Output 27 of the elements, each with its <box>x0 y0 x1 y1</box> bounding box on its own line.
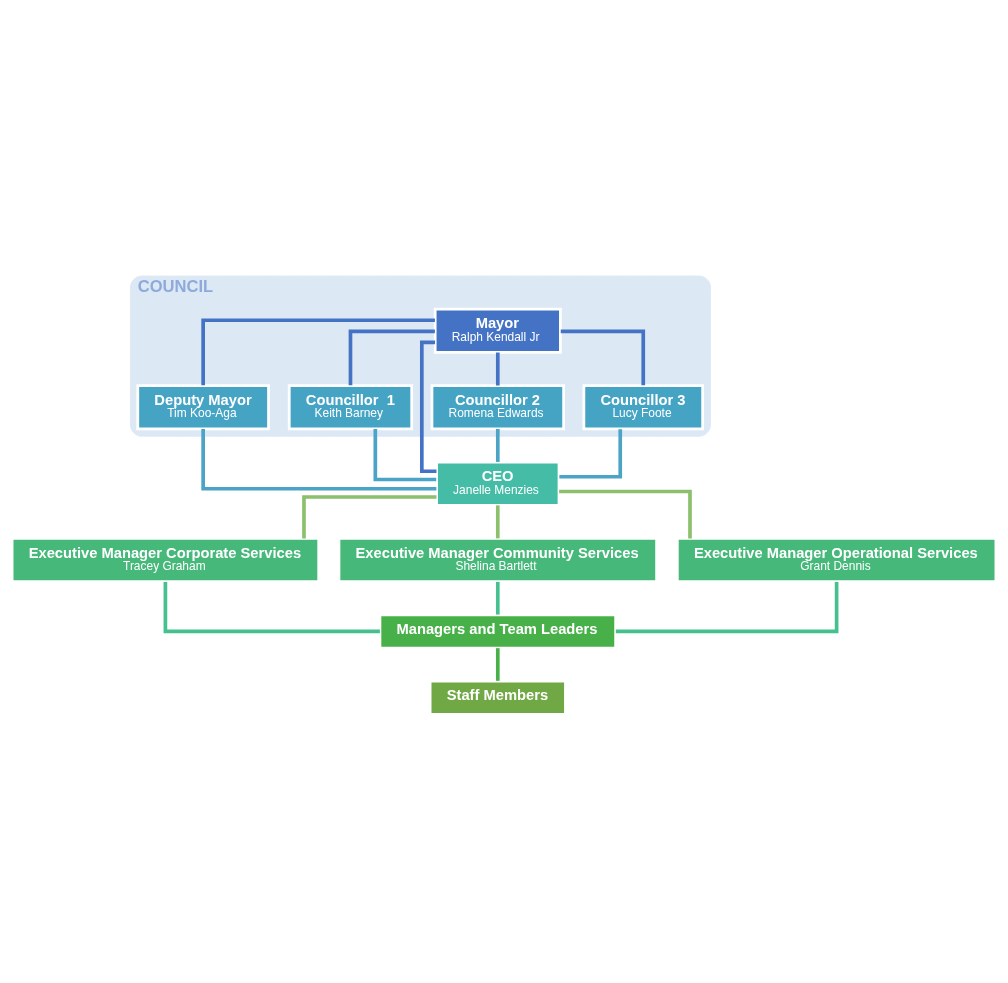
node-box: Executive Manager Corporate Services Tracey Graham <box>10 537 321 584</box>
node-box: CEO Janelle Menzies <box>435 460 561 507</box>
connector <box>559 429 623 479</box>
node-box: Mayor Ralph Kendall Jr <box>433 307 562 354</box>
connector <box>420 340 437 474</box>
connector <box>615 581 839 634</box>
connector <box>560 329 646 386</box>
connector <box>201 429 437 491</box>
node-box: Managers and Team Leaders <box>378 613 617 650</box>
connector <box>201 318 435 386</box>
connector <box>559 489 692 539</box>
node-box: Councillor 2 Romena Edwards <box>430 384 565 431</box>
connector <box>163 581 380 634</box>
connector <box>348 329 435 386</box>
connector <box>495 648 500 681</box>
connector <box>373 428 437 482</box>
node-box: Councillor 3 Lucy Foote <box>582 384 705 431</box>
node-box: Councillor 1 Keith Barney <box>287 384 414 431</box>
connector <box>495 505 500 539</box>
connector <box>302 495 437 539</box>
connector <box>495 581 500 615</box>
connector <box>495 352 500 386</box>
node-box: Deputy Mayor Tim Koo-Aga <box>136 384 270 431</box>
node-box: Executive Manager Operational Services Grant Dennis <box>675 537 998 584</box>
connector <box>495 428 500 462</box>
node-box: Staff Members <box>428 679 567 716</box>
node-box: Executive Manager Community Services Shelina Bartlett <box>337 537 658 584</box>
